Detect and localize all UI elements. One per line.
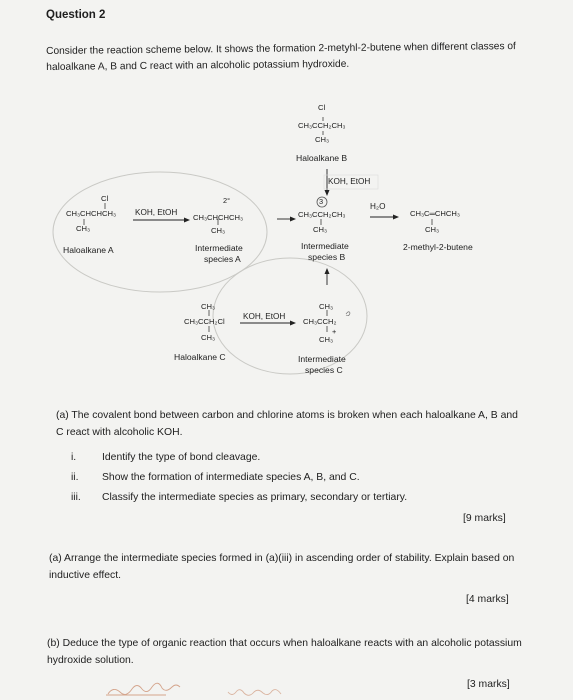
intermediate-c-ch3-top: CH₃ — [319, 302, 334, 311]
intermediate-a-label-2: species A — [204, 254, 241, 264]
circled-pathway-a — [52, 171, 268, 293]
part-a-item-2-text: Show the formation of intermediate speci… — [102, 472, 360, 483]
reagent-c: KOH, EtOH — [243, 312, 286, 321]
intermediate-a-formula: CH₃CHCHCH₃ — [193, 213, 244, 222]
product-ch3: CH₃ — [425, 225, 440, 234]
haloalkane-b-cl: Cl — [318, 103, 326, 112]
intermediate-c-ch3-bottom: CH₃ — [319, 335, 334, 344]
intermediate-c-label-1: Intermediate — [298, 354, 346, 364]
haloalkane-b-formula: CH₃CCH₂CH₃ — [298, 121, 346, 130]
haloalkane-c-ch3-bottom: CH₃ — [201, 333, 216, 342]
intermediate-a-label-1: Intermediate — [195, 243, 243, 253]
product-label: 2-methyl-2-butene — [403, 242, 473, 252]
haloalkane-c-formula: CH₃CCH₂Cl — [184, 317, 225, 326]
part-a-item-2-num: ii. — [71, 472, 79, 483]
intermediate-b-ch3: CH₃ — [313, 225, 328, 234]
intermediate-c-plus: + — [332, 327, 337, 336]
part-a2-marks: [4 marks] — [466, 594, 509, 605]
circled-pathway-c — [212, 257, 368, 375]
intermediate-b-label-1: Intermediate — [301, 241, 349, 251]
reagent-water: H₂O — [370, 202, 386, 211]
part-a-item-1-text: Identify the type of bond cleavage. — [102, 452, 261, 463]
haloalkane-b-label: Haloalkane B — [296, 153, 348, 163]
part-a-marks: [9 marks] — [463, 513, 506, 524]
intermediate-c-formula: CH₃CCH₂ — [303, 317, 337, 326]
intermediate-b-circle-number: 3 — [319, 197, 324, 206]
question-title: Question 2 — [46, 9, 106, 21]
haloalkane-a-label: Haloalkane A — [63, 245, 114, 255]
circled-3-annotation — [316, 196, 328, 208]
intermediate-a-ch3: CH₃ — [211, 226, 226, 235]
intermediate-b-formula: CH₃CCH₂CH₃ — [298, 210, 346, 219]
product-formula: CH₃C═CHCH₃ — [410, 209, 460, 218]
haloalkane-a-cl: Cl — [101, 194, 109, 203]
part-a-item-1-num: i. — [71, 452, 77, 463]
pen-mark — [345, 311, 351, 317]
intermediate-b-label-2: species B — [308, 252, 346, 262]
intermediate-a-charge: 2° — [223, 196, 231, 205]
part-a-item-3-text: Classify the intermediate species as pri… — [102, 492, 408, 503]
haloalkane-b-ch3: CH₃ — [315, 135, 330, 144]
reaction-scheme — [52, 117, 433, 375]
haloalkane-a-ch3: CH₃ — [76, 224, 91, 233]
part-b-text: (b) Deduce the type of organic reaction … — [47, 638, 522, 666]
part-a-text: (a) The covalent bond between carbon and… — [56, 410, 518, 438]
reagent-b: KOH, EtOH — [328, 177, 371, 186]
part-a2-text: (a) Arrange the intermediate species for… — [49, 553, 515, 581]
intermediate-c-label-2: species C — [305, 365, 343, 375]
haloalkane-a-formula: CH₃CHCHCH₃ — [66, 209, 117, 218]
reagent-a: KOH, EtOH — [135, 208, 178, 217]
haloalkane-c-ch3-top: CH₃ — [201, 302, 216, 311]
haloalkane-c-label: Haloalkane C — [174, 352, 226, 362]
handwritten-scribble — [106, 682, 282, 696]
part-a-item-3-num: iii. — [71, 492, 81, 503]
part-b-marks: [3 marks] — [467, 679, 510, 690]
